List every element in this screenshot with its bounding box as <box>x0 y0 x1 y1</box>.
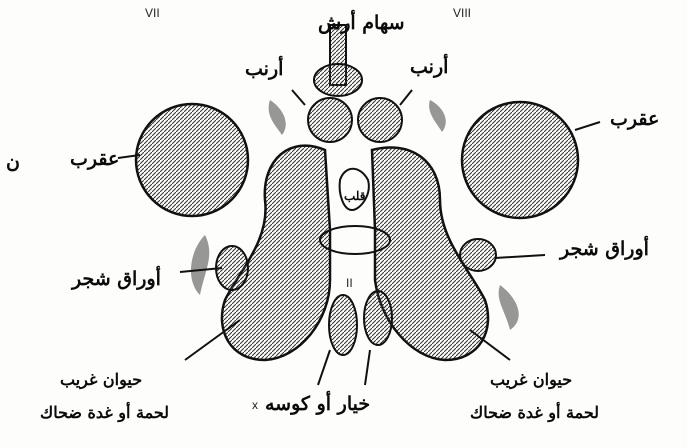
label-bottom-right-1: حيوان غريب <box>490 372 572 388</box>
right-small-circle <box>358 98 402 142</box>
label-right-leaf: أوراق شجر <box>560 240 649 259</box>
label-left-big-circle: عقرب <box>70 150 119 169</box>
plate-number-left: VII <box>145 6 160 20</box>
right-leaf-blob <box>460 239 496 271</box>
right-cucumber <box>364 291 392 345</box>
label-top-center: سهام أرش <box>318 14 405 33</box>
label-left-big-circle-cut: ن <box>6 153 20 172</box>
label-bottom-left-2: لحمة أو غدة ضحاك <box>40 405 169 421</box>
right-big-circle <box>462 102 578 218</box>
marker-center: II <box>346 276 353 290</box>
label-bottom-left-1: حيوان غريب <box>60 372 142 388</box>
label-left-upper-small: أرنب <box>245 60 283 79</box>
plate-number-right: VIII <box>453 6 471 20</box>
label-left-leaf: أوراق شجر <box>72 270 161 289</box>
left-big-circle <box>136 104 248 216</box>
label-bottom-center: خيار أو كوسه <box>265 395 370 414</box>
top-blob <box>314 64 362 96</box>
central-figure <box>308 25 402 142</box>
marker-x: x <box>252 398 258 412</box>
label-center-small: قلب <box>344 190 366 202</box>
label-right-big-circle: عقرب <box>610 110 659 129</box>
left-small-circle <box>308 98 352 142</box>
label-bottom-right-2: لحمة أو غدة ضحاك <box>470 405 599 421</box>
label-right-upper-small: أرنب <box>410 58 448 77</box>
left-cucumber <box>329 295 357 355</box>
